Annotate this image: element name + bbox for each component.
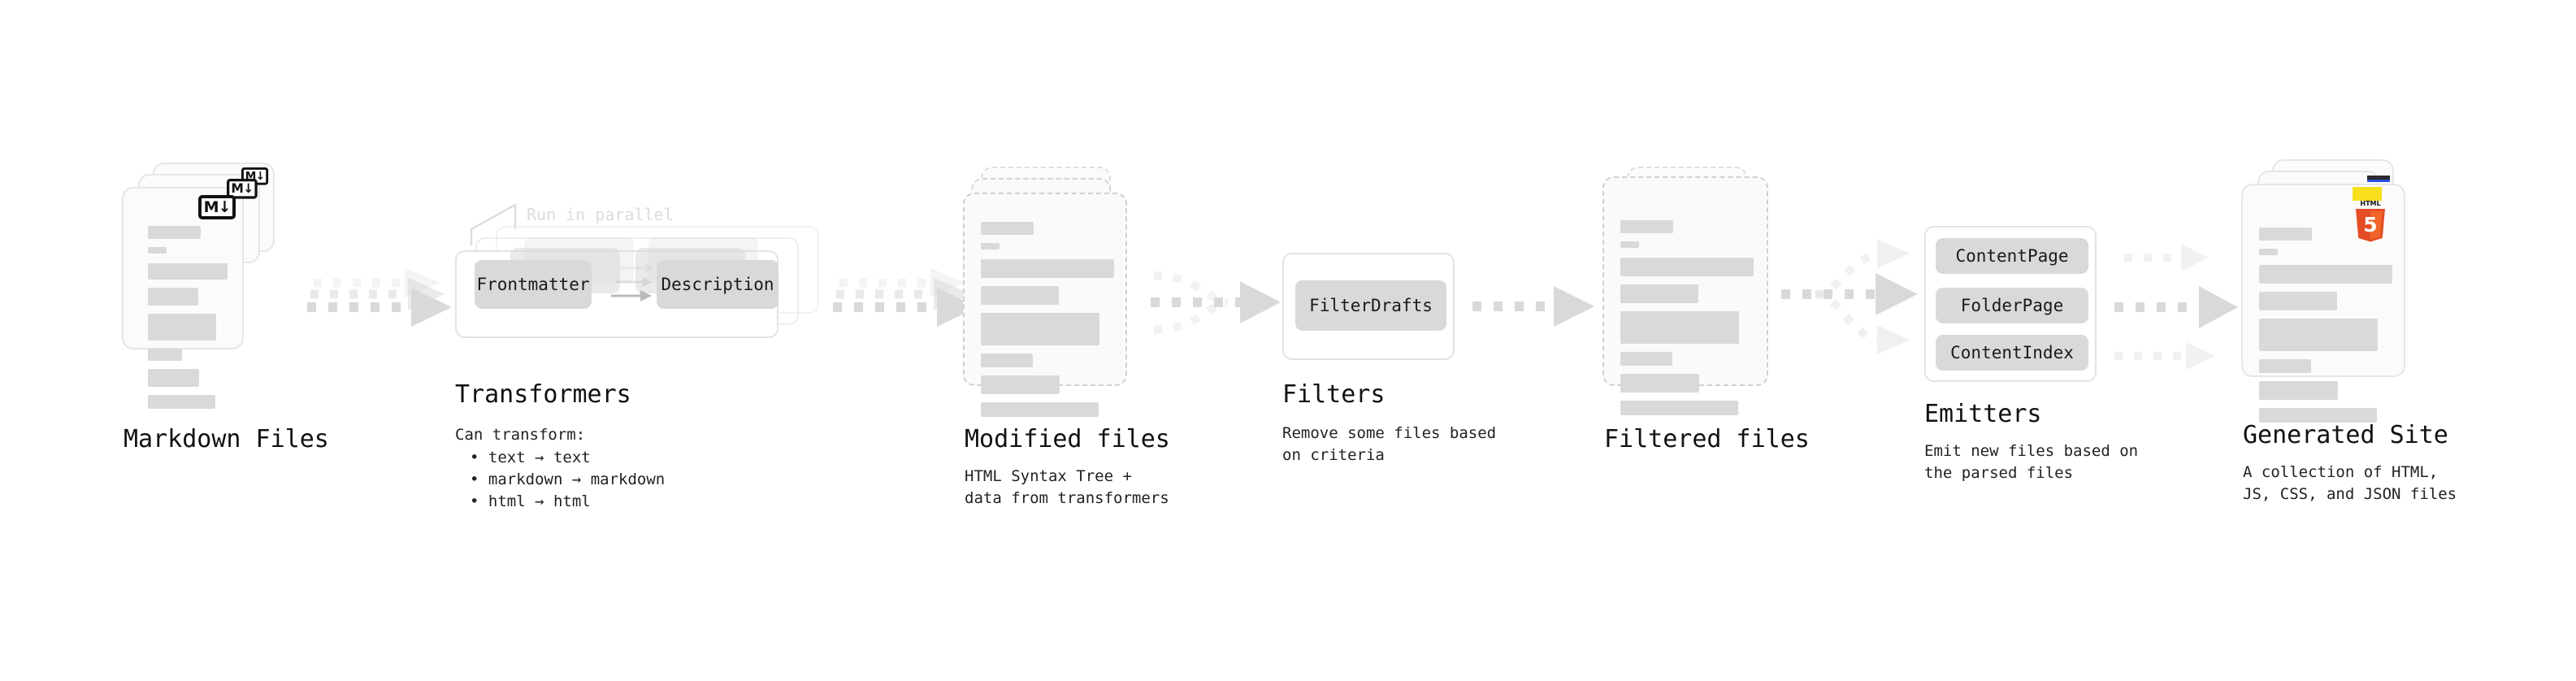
filters-group: FilterDrafts xyxy=(1282,253,1455,360)
connector-filtered-to-emitters xyxy=(1781,239,1918,354)
filtered-file-lines xyxy=(1620,220,1754,423)
emitters-title: Emitters xyxy=(1924,400,2042,428)
site-file-html xyxy=(2241,184,2405,423)
markdown-badge-front: M↓ xyxy=(198,195,236,219)
emitters-pill-contentindex-label: ContentIndex xyxy=(1950,343,2074,362)
filters-subtitle: Remove some files based on criteria xyxy=(1282,424,1497,464)
filters-title: Filters xyxy=(1282,380,1386,409)
transformer-pill-description[interactable]: Description xyxy=(657,260,778,309)
transformers-bullet-0: • text → text xyxy=(470,449,591,466)
transformer-pill-description-label: Description xyxy=(661,275,774,294)
emitters-pill-contentpage-label: ContentPage xyxy=(1955,246,2069,266)
filters-pill-filterdrafts[interactable]: FilterDrafts xyxy=(1295,280,1446,331)
js-badge xyxy=(2353,187,2382,201)
connector-emitters-to-site xyxy=(2114,244,2238,370)
run-in-parallel-bracket xyxy=(470,202,517,245)
modified-file-front xyxy=(963,193,1127,417)
filtered-file-front xyxy=(1602,176,1768,415)
emitters-pill-contentindex[interactable]: ContentIndex xyxy=(1936,335,2088,371)
connector-md-to-transformers xyxy=(307,268,452,327)
html5-icon: HTML 5 xyxy=(2356,200,2385,242)
connector-transformers-to-modified xyxy=(833,268,978,327)
markdown-badge-mid: M↓ xyxy=(227,179,258,199)
transformers-bullet-2: • html → html xyxy=(470,492,591,510)
transformers-title: Transformers xyxy=(455,380,631,409)
generated-site-title: Generated Site xyxy=(2243,421,2448,449)
markdown-file-lines xyxy=(148,226,228,417)
transformers-bullet-1: • markdown → markdown xyxy=(470,471,666,488)
transformers-subtitle: Can transform: xyxy=(455,426,586,444)
transformer-pill-frontmatter-label: Frontmatter xyxy=(476,275,590,294)
modified-file-lines xyxy=(981,222,1114,425)
html5-wordmark: HTML xyxy=(2360,200,2380,207)
markdown-badge-mid-text: M↓ xyxy=(231,180,254,196)
filtered-files-title: Filtered files xyxy=(1604,425,1810,453)
markdown-file-front xyxy=(122,187,244,409)
css-badge xyxy=(2367,176,2390,182)
emitters-pill-folderpage[interactable]: FolderPage xyxy=(1936,288,2088,323)
emitters-pill-folderpage-label: FolderPage xyxy=(1960,296,2064,315)
modified-files-title: Modified files xyxy=(965,425,1170,453)
transformer-inner-arrows xyxy=(611,263,655,301)
connector-filters-to-filtered xyxy=(1472,286,1594,327)
markdown-badge-back-text: M↓ xyxy=(245,169,265,183)
generated-site-subtitle: A collection of HTML, JS, CSS, and JSON … xyxy=(2243,463,2457,503)
filters-pill-filterdrafts-label: FilterDrafts xyxy=(1309,296,1433,315)
markdown-files-title: Markdown Files xyxy=(124,425,329,453)
run-in-parallel-note: Run in parallel xyxy=(527,205,674,224)
connector-modified-to-filters xyxy=(1151,271,1281,334)
site-file-lines xyxy=(2259,228,2392,431)
emitters-group: ContentPage FolderPage ContentIndex xyxy=(1924,226,2097,382)
modified-files-subtitle: HTML Syntax Tree + data from transformer… xyxy=(965,467,1169,507)
html5-digit: 5 xyxy=(2363,213,2377,236)
emitters-subtitle: Emit new files based on the parsed files xyxy=(1924,442,2139,482)
emitters-pill-contentpage[interactable]: ContentPage xyxy=(1936,238,2088,274)
transformer-pill-frontmatter[interactable]: Frontmatter xyxy=(475,260,592,309)
markdown-badge-front-text: M↓ xyxy=(203,197,232,216)
